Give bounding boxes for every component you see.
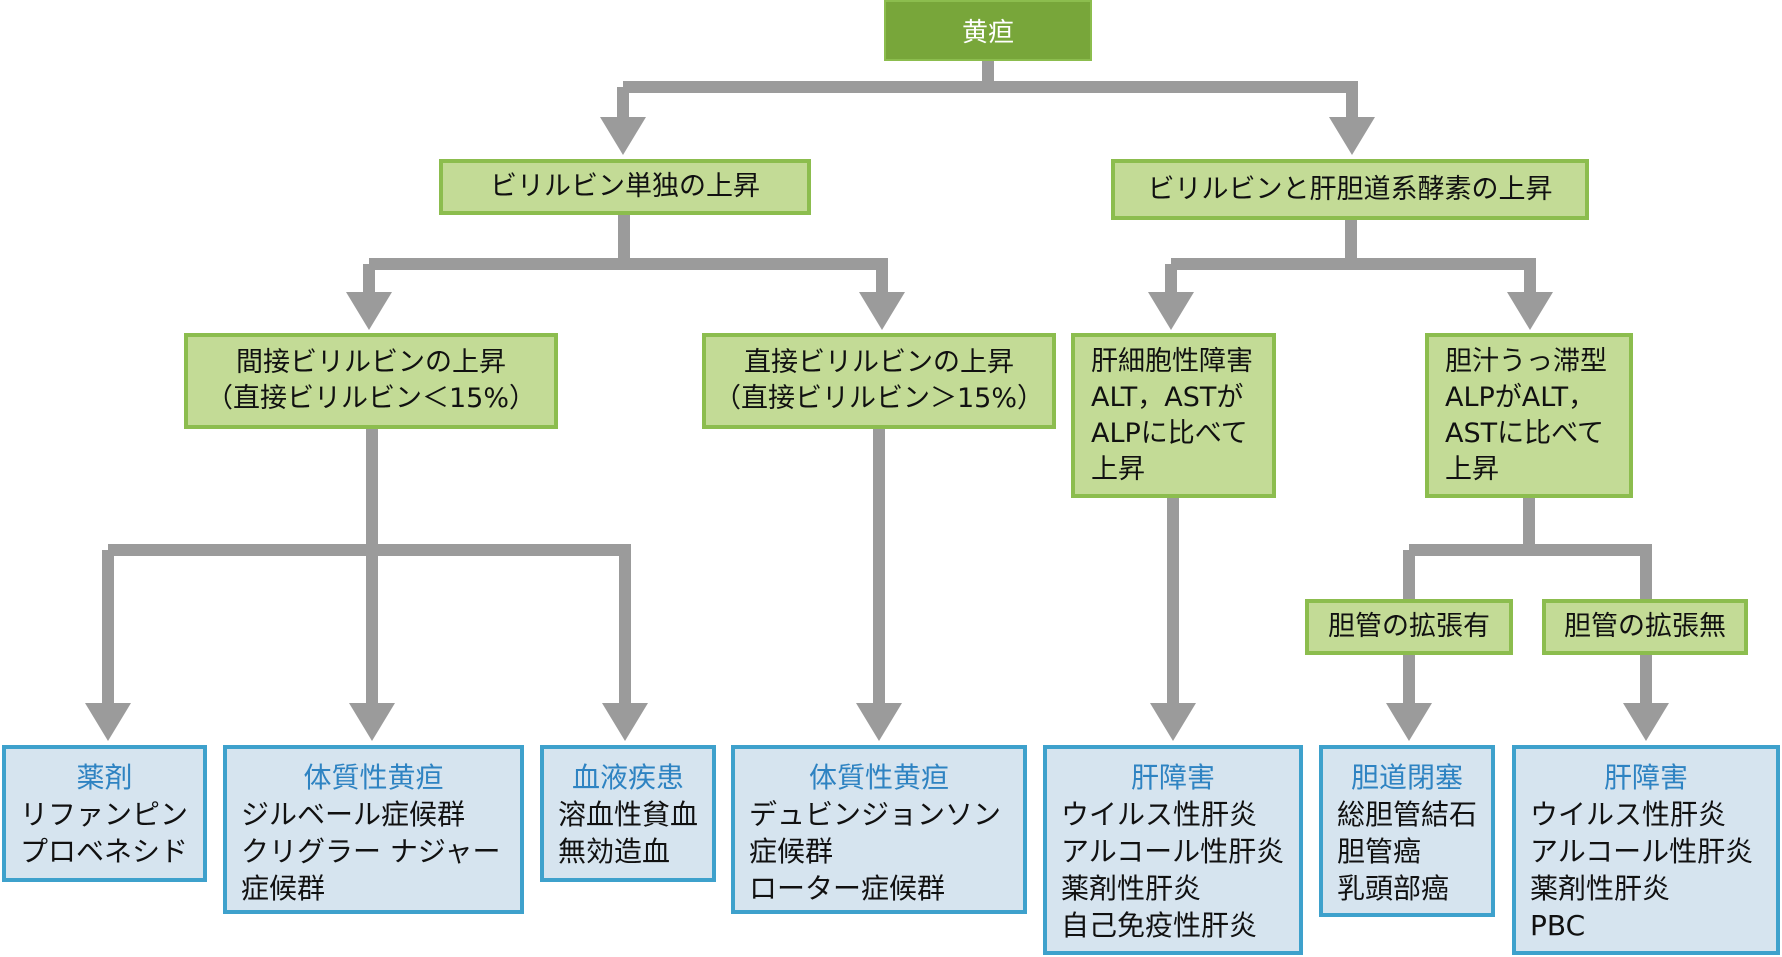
arrowhead xyxy=(859,292,905,330)
node-direct-line1: 直接ビリルビンの上昇 xyxy=(744,347,1014,378)
node-hepatocellular-line: 肝細胞性障害 xyxy=(1091,345,1253,377)
node-indirect-line2: （直接ビリルビン＜15%） xyxy=(205,383,536,414)
arrowhead xyxy=(856,703,902,741)
node-duct-dilated: 胆管の拡張有 xyxy=(1305,599,1513,655)
leaf-biliary-obstruction: 胆道閉塞 総胆管結石 胆管癌 乳頭部癌 xyxy=(1319,745,1495,917)
leaf-heading: 血液疾患 xyxy=(571,761,684,794)
leaf-item: ジルベール症候群 xyxy=(241,798,466,831)
leaf-item: アルコール性肝炎 xyxy=(1530,835,1754,868)
arrowhead xyxy=(346,292,392,330)
node-cholestatic-line: 上昇 xyxy=(1445,453,1499,485)
connector-bilirubin-only xyxy=(363,214,888,295)
node-jaundice: 黄疸 xyxy=(884,0,1092,61)
node-bilirubin-and-enzymes: ビリルビンと肝胆道系酵素の上昇 xyxy=(1111,159,1589,220)
leaf-item: デュビンジョンソン xyxy=(749,798,1002,831)
node-duct-not-dilated-label: 胆管の拡張無 xyxy=(1564,611,1726,642)
arrowhead xyxy=(1623,703,1669,741)
leaf-heading: 肝障害 xyxy=(1130,761,1215,794)
leaf-heading: 薬剤 xyxy=(76,761,133,794)
leaf-item: プロベネシド xyxy=(20,835,189,868)
node-hepatocellular-line: ALT，ASTが xyxy=(1091,381,1244,413)
leaf-heading: 胆道閉塞 xyxy=(1350,761,1463,794)
leaf-item: 無効造血 xyxy=(558,835,671,868)
leaf-heading: 肝障害 xyxy=(1603,761,1688,794)
leaf-constitutional-jaundice-indirect: 体質性黄疸 ジルベール症候群 クリグラー ナジャー 症候群 xyxy=(223,745,524,914)
node-bilirubin-only: ビリルビン単独の上昇 xyxy=(439,159,811,215)
arrowhead xyxy=(1148,292,1194,330)
leaf-item: 薬剤性肝炎 xyxy=(1061,872,1202,905)
node-bilirubin-and-enzymes-label: ビリルビンと肝胆道系酵素の上昇 xyxy=(1147,173,1553,205)
node-cholestatic: 胆汁うっ滞型 ALPがALT， ASTに比べて 上昇 xyxy=(1425,333,1633,498)
arrowhead xyxy=(85,703,131,741)
leaf-item: 総胆管結石 xyxy=(1337,798,1478,831)
leaf-heading: 体質性黄疸 xyxy=(303,761,444,794)
leaf-item: ウイルス性肝炎 xyxy=(1530,798,1727,831)
leaf-item: 症候群 xyxy=(749,835,834,868)
leaf-heading: 体質性黄疸 xyxy=(808,761,949,794)
connector-bilirubin-enzymes xyxy=(1165,219,1536,295)
node-jaundice-label: 黄疸 xyxy=(961,18,1014,48)
leaf-liver-injury-cholestatic: 肝障害 ウイルス性肝炎 アルコール性肝炎 薬剤性肝炎 PBC xyxy=(1512,745,1780,955)
leaf-item: PBC xyxy=(1530,909,1586,942)
arrowhead xyxy=(1150,703,1196,741)
leaf-item: ローター症候群 xyxy=(749,872,946,905)
leaf-constitutional-jaundice-direct: 体質性黄疸 デュビンジョンソン 症候群 ローター症候群 xyxy=(731,745,1027,914)
node-hepatocellular-line: 上昇 xyxy=(1091,453,1145,485)
node-cholestatic-line: ASTに比べて xyxy=(1445,417,1605,449)
arrowhead xyxy=(1386,703,1432,741)
connector-indirect xyxy=(102,428,631,705)
node-cholestatic-line: 胆汁うっ滞型 xyxy=(1445,345,1607,377)
leaf-liver-injury-hepatocellular: 肝障害 ウイルス性肝炎 アルコール性肝炎 薬剤性肝炎 自己免疫性肝炎 xyxy=(1043,745,1303,955)
node-cholestatic-line: ALPがALT， xyxy=(1445,381,1596,413)
node-bilirubin-only-label: ビリルビン単独の上昇 xyxy=(490,171,760,202)
connector-root xyxy=(617,60,1358,120)
leaf-hematologic: 血液疾患 溶血性貧血 無効造血 xyxy=(540,745,716,882)
node-hepatocellular-line: ALPに比べて xyxy=(1091,417,1248,449)
arrowhead xyxy=(349,703,395,741)
leaf-item: 乳頭部癌 xyxy=(1337,872,1450,905)
node-duct-dilated-label: 胆管の拡張有 xyxy=(1328,611,1490,642)
arrowhead xyxy=(602,703,648,741)
leaf-item: 胆管癌 xyxy=(1337,835,1422,868)
leaf-item: 症候群 xyxy=(241,872,326,905)
node-duct-not-dilated: 胆管の拡張無 xyxy=(1542,599,1748,655)
node-hepatocellular: 肝細胞性障害 ALT，ASTが ALPに比べて 上昇 xyxy=(1071,333,1276,498)
arrowhead xyxy=(600,117,646,155)
node-direct-bilirubin: 直接ビリルビンの上昇 （直接ビリルビン＞15%） xyxy=(702,333,1056,429)
arrowhead xyxy=(1329,117,1375,155)
leaf-item: クリグラー ナジャー xyxy=(241,835,501,868)
leaf-item: リファンピン xyxy=(20,798,189,831)
leaf-item: 自己免疫性肝炎 xyxy=(1061,909,1258,942)
node-direct-line2: （直接ビリルビン＞15%） xyxy=(713,383,1044,414)
arrowhead xyxy=(1507,292,1553,330)
leaf-item: アルコール性肝炎 xyxy=(1061,835,1285,868)
leaf-drugs: 薬剤 リファンピン プロベネシド xyxy=(2,745,207,882)
leaf-item: 溶血性貧血 xyxy=(558,798,699,831)
leaf-item: 薬剤性肝炎 xyxy=(1530,872,1671,905)
connector-cholestatic xyxy=(1403,497,1652,599)
node-indirect-bilirubin: 間接ビリルビンの上昇 （直接ビリルビン＜15%） xyxy=(184,333,558,429)
leaf-item: ウイルス性肝炎 xyxy=(1061,798,1258,831)
node-indirect-line1: 間接ビリルビンの上昇 xyxy=(236,347,506,378)
